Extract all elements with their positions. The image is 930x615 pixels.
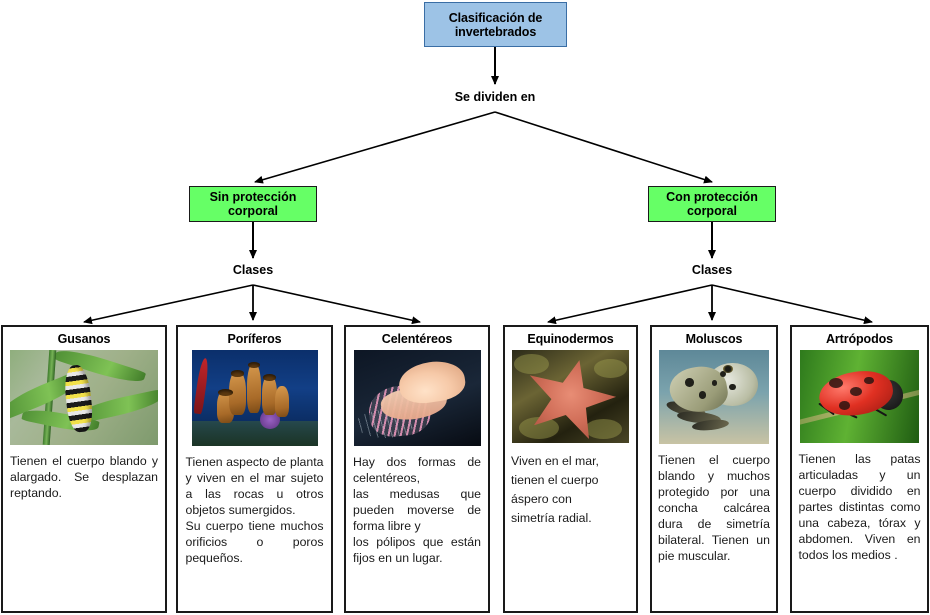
class-title-equinodermos: Equinodermos — [527, 332, 614, 346]
class-card-celentereos[interactable]: Celentéreos Hay dos formas de celentéreo… — [344, 325, 490, 613]
class-title-gusanos: Gusanos — [57, 332, 111, 346]
connector-label-clases-right: Clases — [691, 263, 733, 277]
octopus-photo — [659, 350, 769, 444]
class-card-equinodermos[interactable]: Equinodermos Viven en el mar, tienen el … — [503, 325, 638, 613]
jellyfish-photo — [353, 350, 481, 446]
class-title-artropodos: Artrópodos — [825, 332, 894, 346]
class-card-poriferos[interactable]: Poríferos Tienen aspecto de planta y viv… — [176, 325, 333, 613]
connector-label-se-dividen-en: Se dividen en — [454, 90, 536, 104]
starfish-photo — [512, 350, 629, 443]
class-title-poriferos: Poríferos — [227, 332, 282, 346]
branch-node-con-proteccion-corporal[interactable]: Con protección corporal — [648, 186, 776, 222]
class-description-equinodermos: Viven en el mar, tienen el cuerpo áspero… — [511, 454, 599, 526]
class-card-moluscos[interactable]: Moluscos Tienen el cuerpo blando y mucho… — [650, 325, 778, 613]
connector-label-clases-left: Clases — [232, 263, 274, 277]
class-title-moluscos: Moluscos — [685, 332, 743, 346]
class-card-artropodos[interactable]: Artrópodos Tienen las patas articuladas … — [790, 325, 929, 613]
class-description-moluscos: Tienen el cuerpo blando y muchos protegi… — [658, 453, 770, 563]
class-description-celentereos: Hay dos formas de celentéreos, las medus… — [353, 455, 481, 565]
root-node-clasificacion-invertebrados[interactable]: Clasificación de invertebrados — [424, 2, 567, 47]
branch-node-sin-proteccion-corporal[interactable]: Sin protección corporal — [189, 186, 317, 222]
class-description-artropodos: Tienen las patas articuladas y un cuerpo… — [798, 452, 921, 562]
class-card-gusanos[interactable]: Gusanos Tienen el cuerpo blando y alarga… — [1, 325, 167, 613]
ladybug-photo — [800, 350, 919, 443]
sea-sponges-photo — [191, 350, 318, 446]
class-description-gusanos: Tienen el cuerpo blando y alargado. Se d… — [10, 454, 158, 500]
caterpillar-on-leaves-photo — [10, 350, 158, 445]
class-title-celentereos: Celentéreos — [381, 332, 453, 346]
class-description-poriferos: Tienen aspecto de planta y viven en el m… — [185, 455, 324, 565]
